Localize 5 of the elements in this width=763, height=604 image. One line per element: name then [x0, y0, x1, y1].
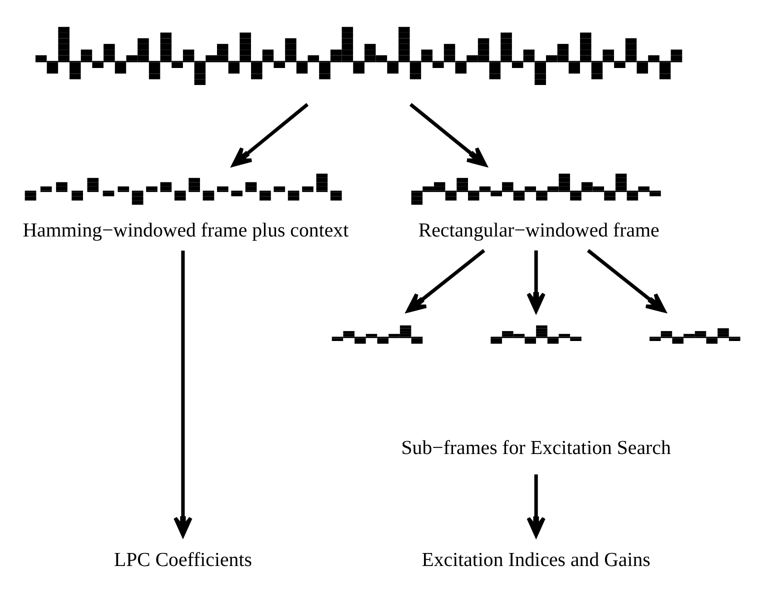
node-text: LPC Coefficients [114, 549, 252, 572]
node-label: Hamming−windowed frame plus context [22, 219, 349, 242]
node-text: Sub−frames for Excitation Search [401, 437, 671, 460]
node-label: Rectangular−windowed frame [418, 219, 660, 242]
node-text: Excitation Indices and Gains [422, 549, 650, 572]
